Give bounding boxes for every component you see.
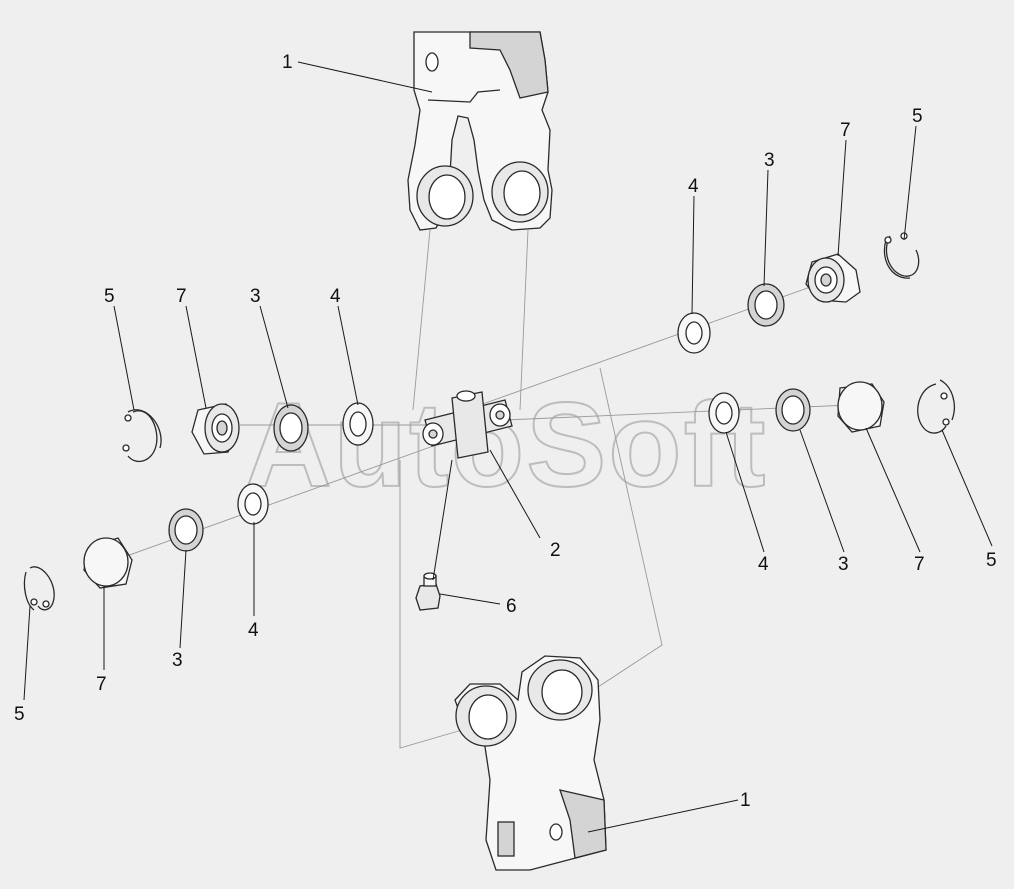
left-upper-row: [122, 402, 374, 463]
callout-left-lower-5: 5: [14, 704, 25, 725]
callout-cross: 2: [550, 540, 561, 561]
callout-right-lower-7: 7: [914, 554, 925, 575]
washer: [708, 392, 740, 434]
oil-seal: [747, 283, 785, 327]
callout-left-lower-7: 7: [96, 674, 107, 695]
callout-right-upper-7: 7: [840, 120, 851, 141]
callout-left-upper-3: 3: [250, 286, 261, 307]
oil-seal: [273, 404, 309, 452]
needle-bearing-cup: [191, 403, 240, 455]
cross-spider: [422, 390, 513, 459]
callout-right-lower-4: 4: [758, 554, 769, 575]
callout-fork-bottom: 1: [740, 790, 751, 811]
bearing-cup-closed: [837, 381, 885, 433]
callout-right-upper-4: 4: [688, 176, 699, 197]
snap-ring: [122, 409, 162, 463]
callout-left-lower-3: 3: [172, 650, 183, 671]
callout-right-upper-5: 5: [912, 106, 923, 127]
callout-fork-top: 1: [282, 52, 293, 73]
callout-right-lower-3: 3: [838, 554, 849, 575]
washer: [677, 312, 711, 354]
washer: [342, 402, 374, 446]
leader-lines: [23, 61, 993, 833]
callout-right-lower-5: 5: [986, 550, 997, 571]
yoke-fork-top: [407, 31, 553, 231]
bearing-cup-closed: [83, 537, 133, 589]
oil-seal: [168, 508, 204, 552]
callout-fitting: 6: [506, 596, 517, 617]
needle-bearing-cup: [805, 253, 861, 303]
washer: [237, 483, 269, 525]
right-lower-row: [708, 379, 955, 434]
watermark-text: AutoSoft: [245, 378, 767, 512]
callout-left-lower-4: 4: [248, 620, 259, 641]
callout-labels: 1 1 2 6 5 7 3 4 5 7 3 4 4 3 7 5 4 3 7 5: [14, 52, 997, 811]
yoke-fork-bottom: [454, 655, 607, 871]
callout-left-upper-7: 7: [176, 286, 187, 307]
snap-ring: [917, 379, 955, 434]
left-lower-row: [23, 483, 269, 611]
snap-ring: [23, 566, 55, 611]
right-upper-row: [677, 232, 920, 354]
callout-left-upper-5: 5: [104, 286, 115, 307]
oil-seal: [775, 388, 811, 432]
callout-left-upper-4: 4: [330, 286, 341, 307]
grease-fitting: [415, 572, 441, 611]
callout-right-upper-3: 3: [764, 150, 775, 171]
